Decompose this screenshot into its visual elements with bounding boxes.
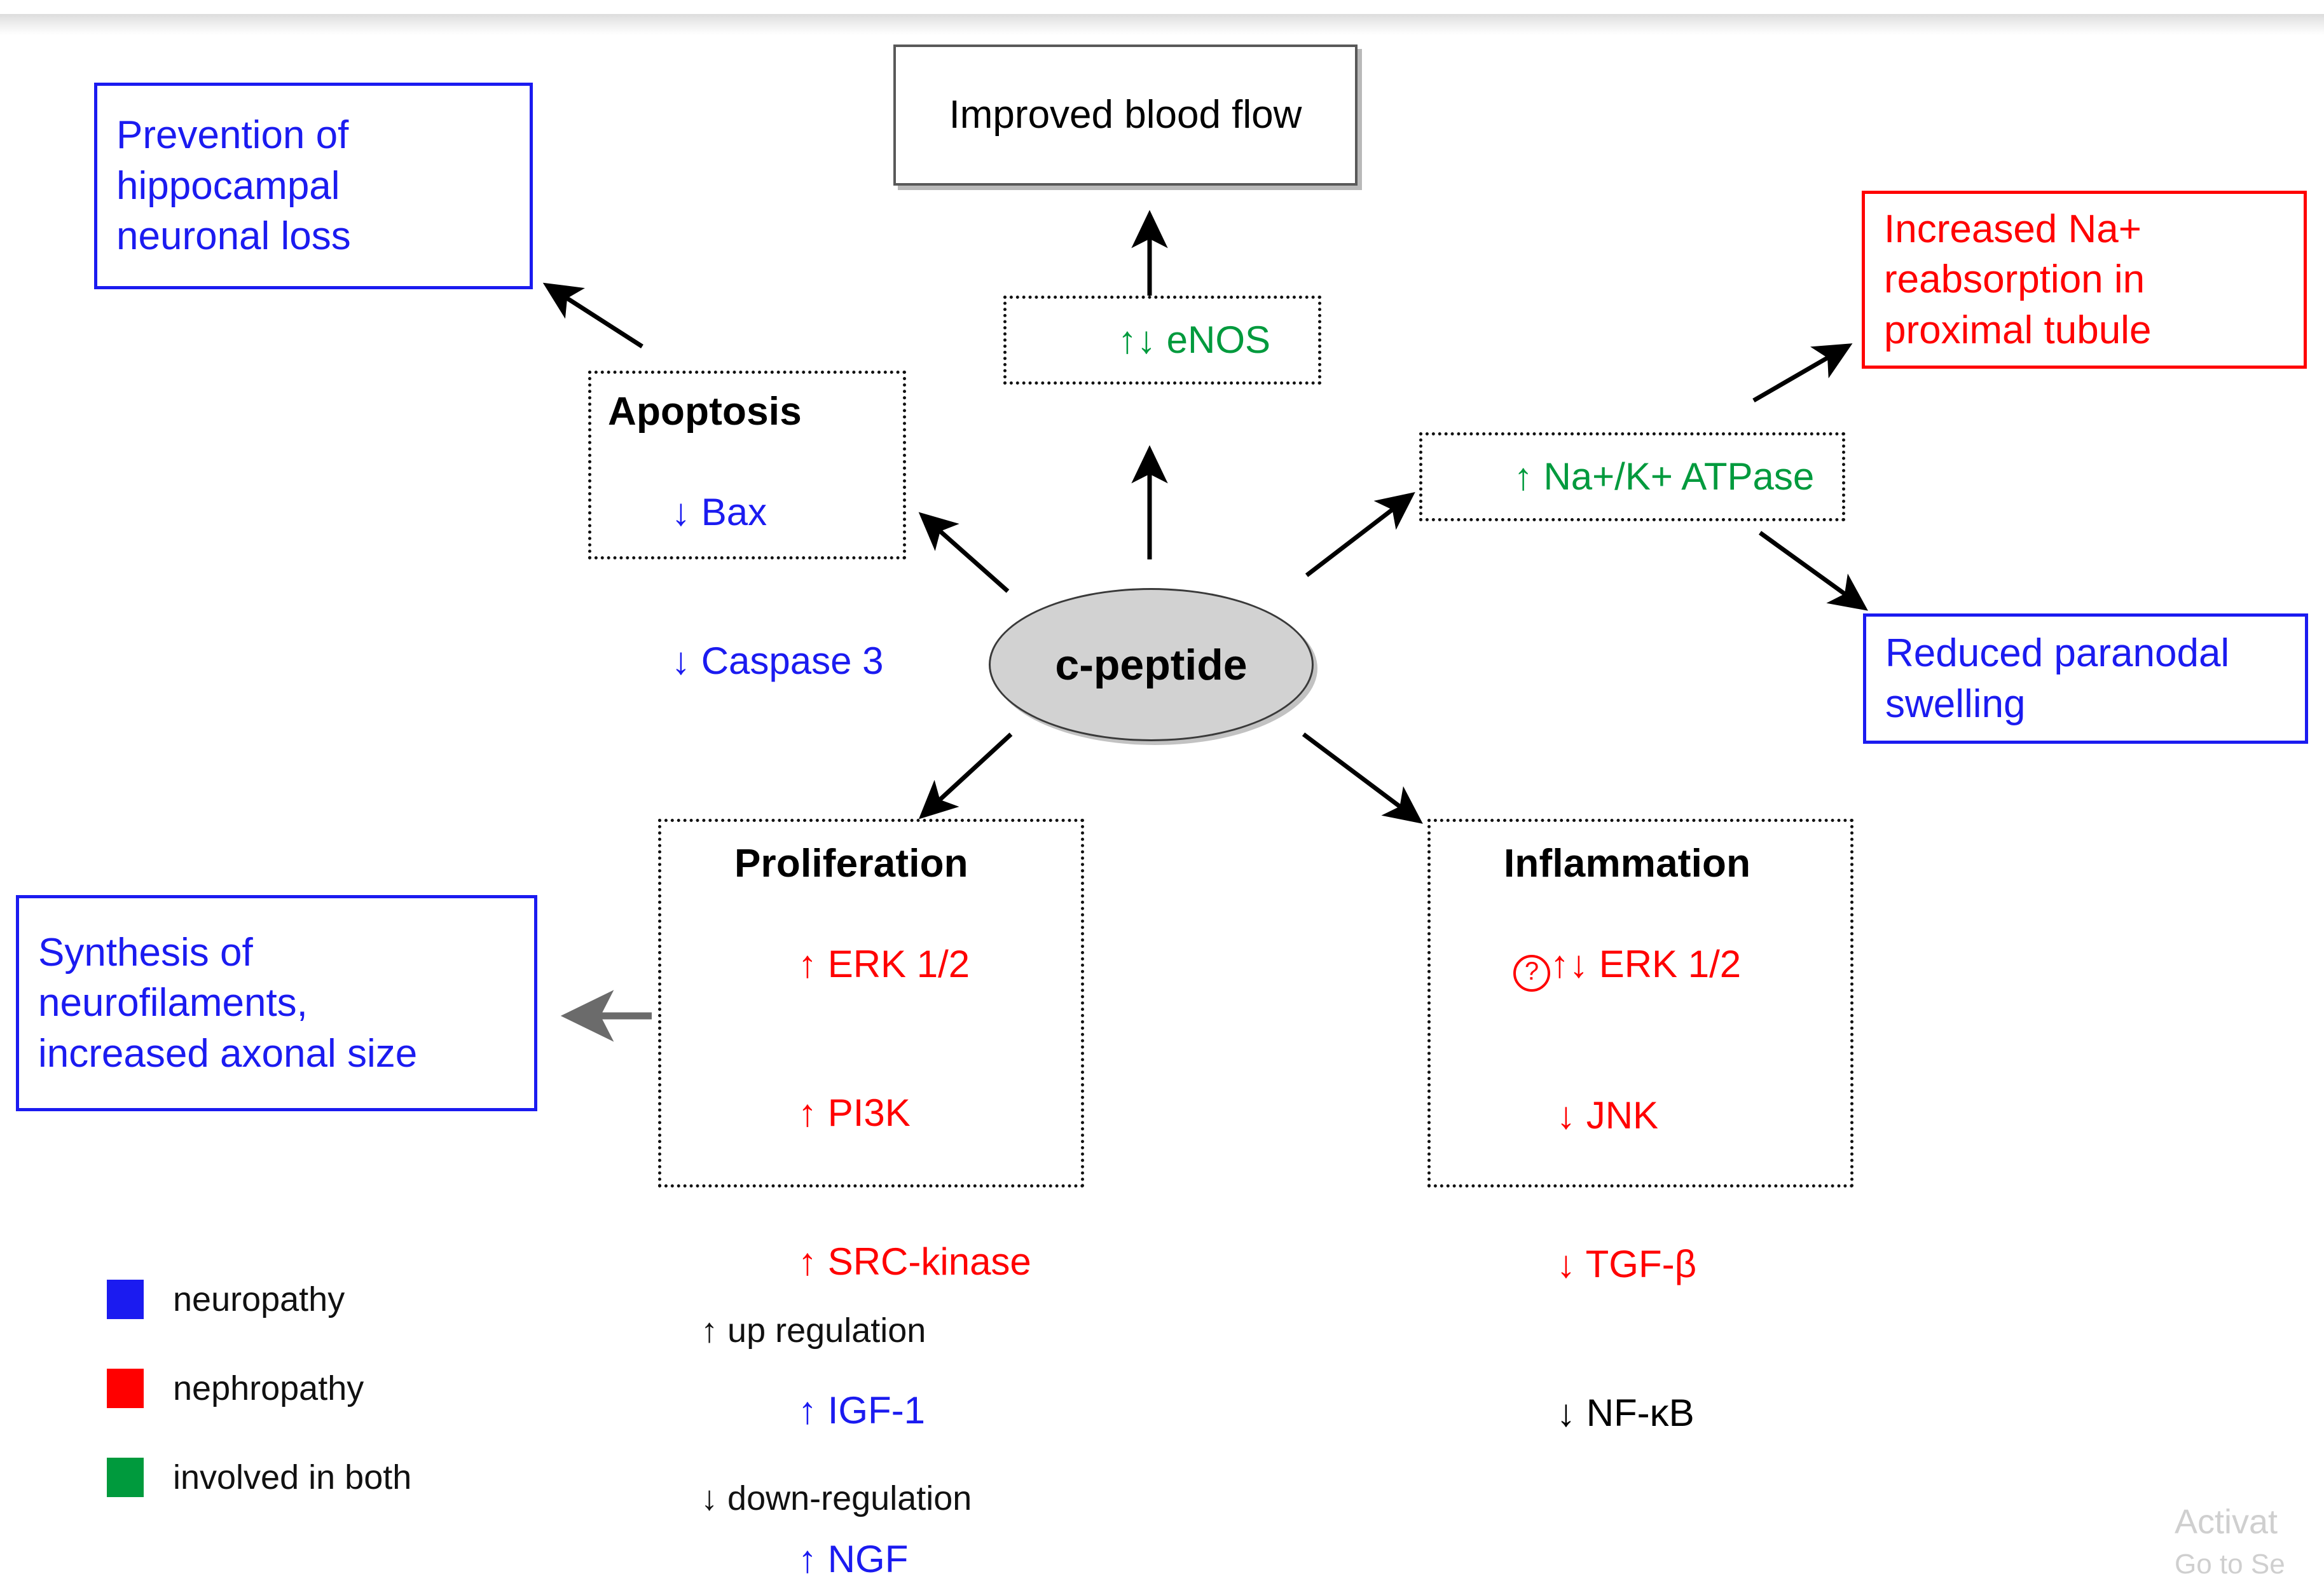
swatch-neuropathy-icon bbox=[107, 1280, 144, 1319]
enos-symbol: ↑↓ bbox=[1117, 318, 1156, 361]
node-apoptosis: Apoptosis ↓ Bax ↓ Caspase 3 bbox=[588, 371, 906, 682]
proliferation-item-3: ↑ IGF-1 bbox=[734, 1336, 1064, 1485]
enos-label: eNOS bbox=[1166, 318, 1271, 361]
arrow-cpeptide-to-apoptosis bbox=[918, 512, 1010, 593]
legend-item-nephropathy: nephropathy bbox=[107, 1369, 411, 1408]
proliferation-item-0: ↑ ERK 1/2 bbox=[734, 890, 1064, 1039]
watermark-line-1: Activat bbox=[2175, 1503, 2278, 1541]
improved-blood-flow-text: Improved blood flow bbox=[949, 93, 1302, 137]
prevention-line-3: neuronal loss bbox=[116, 214, 351, 259]
apoptosis-title: Apoptosis bbox=[608, 390, 802, 434]
apoptosis-item-1-label: Caspase 3 bbox=[701, 639, 884, 682]
legend-item-neuropathy: neuropathy bbox=[107, 1280, 411, 1319]
legend-label-neuropathy: neuropathy bbox=[173, 1280, 345, 1318]
synthesis-line-1: Synthesis of bbox=[38, 930, 253, 975]
inflammation-item-1-label: JNK bbox=[1586, 1093, 1659, 1137]
arrow-apoptosis-to-hippocampal bbox=[542, 282, 643, 348]
inflammation-item-2-label: TGF-β bbox=[1585, 1242, 1697, 1285]
apoptosis-item-0-symbol: ↓ bbox=[671, 490, 691, 533]
node-na-k-atpase: ↑ Na+/K+ ATPase bbox=[1419, 432, 1845, 521]
legend-label-both: involved in both bbox=[173, 1458, 412, 1496]
node-improved-blood-flow: Improved blood flow bbox=[893, 44, 1358, 186]
proliferation-item-2: ↑ SRC-kinase bbox=[734, 1188, 1064, 1336]
inflammation-item-2-symbol: ↓ bbox=[1557, 1242, 1576, 1285]
inflammation-item-2: ↓ TGF-β bbox=[1450, 1190, 1834, 1339]
proliferation-item-2-label: SRC-kinase bbox=[827, 1240, 1031, 1283]
proliferation-item-1-label: PI3K bbox=[827, 1091, 911, 1134]
synthesis-line-2: neurofilaments, bbox=[38, 981, 308, 1025]
swatch-nephropathy-icon bbox=[107, 1369, 144, 1408]
arrow-atpase-to-na-reabsorption bbox=[1752, 343, 1853, 403]
proliferation-item-1: ↑ PI3K bbox=[734, 1039, 1064, 1188]
inflammation-item-1-symbol: ↓ bbox=[1557, 1093, 1576, 1137]
node-prevention-hippocampal-neuronal-loss: Prevention of hippocampal neuronal loss bbox=[94, 83, 533, 289]
node-enos: ↑↓ eNOS bbox=[1003, 296, 1321, 385]
apoptosis-item-1-symbol: ↓ bbox=[671, 639, 691, 682]
legend-label-nephropathy: nephropathy bbox=[173, 1369, 364, 1407]
proliferation-item-4-label: NGF bbox=[827, 1537, 909, 1580]
legend-key-down: ↓ down-regulation bbox=[643, 1439, 1431, 1557]
swatch-both-icon bbox=[107, 1458, 144, 1497]
proliferation-item-3-label: IGF-1 bbox=[827, 1388, 926, 1432]
synthesis-line-3: increased axonal size bbox=[38, 1031, 418, 1076]
legend-key-up-label: up regulation bbox=[727, 1311, 926, 1350]
legend-key-down-label: down-regulation bbox=[727, 1479, 972, 1517]
down-arrow-icon: ↓ bbox=[701, 1479, 719, 1517]
inflammation-item-3: ↓ NF-κB bbox=[1450, 1339, 1834, 1488]
c-peptide-label: c-peptide bbox=[1055, 640, 1248, 689]
node-increased-na-reabsorption: Increased Na+ reabsorption in proximal t… bbox=[1862, 191, 2307, 369]
activate-windows-watermark: Activat Go to Se bbox=[2175, 1499, 2285, 1583]
legend-key-up: ↑ up regulation bbox=[643, 1271, 1431, 1390]
increased-na-line-2: reabsorption in bbox=[1884, 257, 2145, 302]
prevention-line-2: hippocampal bbox=[116, 163, 340, 208]
node-c-peptide: c-peptide bbox=[989, 588, 1314, 741]
arrow-cpeptide-to-atpase bbox=[1305, 492, 1415, 577]
arrow-cpeptide-to-proliferation bbox=[918, 732, 1013, 819]
legend-symbol-key: ↑ up regulation ↓ down-regulation ↑↓ bot… bbox=[643, 1271, 1431, 1595]
prevention-line-1: Prevention of bbox=[116, 113, 349, 158]
atpase-label: Na+/K+ ATPase bbox=[1543, 455, 1815, 498]
proliferation-item-4: ↑ NGF bbox=[734, 1485, 1064, 1595]
atpase-row: ↑ Na+/K+ ATPase bbox=[1450, 402, 1815, 551]
proliferation-item-0-symbol: ↑ bbox=[798, 942, 818, 985]
inflammation-item-0-label: ERK 1/2 bbox=[1599, 942, 1742, 985]
apoptosis-item-0: ↓ Bax bbox=[608, 438, 886, 587]
question-mark-icon: ? bbox=[1513, 954, 1551, 992]
proliferation-item-2-symbol: ↑ bbox=[798, 1240, 818, 1283]
node-proliferation: Proliferation ↑ ERK 1/2 ↑ PI3K ↑ SRC-kin… bbox=[658, 819, 1084, 1580]
inflammation-item-3-symbol: ↓ bbox=[1557, 1391, 1576, 1434]
increased-na-line-1: Increased Na+ bbox=[1884, 207, 2142, 251]
inflammation-item-0: ?↑↓ ERK 1/2 bbox=[1450, 890, 1834, 1041]
proliferation-item-1-symbol: ↑ bbox=[798, 1091, 818, 1134]
node-synthesis-neurofilaments: Synthesis of neurofilaments, increased a… bbox=[16, 895, 537, 1111]
inflammation-item-1: ↓ JNK bbox=[1450, 1041, 1834, 1190]
enos-row: ↑↓ eNOS bbox=[1054, 266, 1270, 414]
arrow-cpeptide-to-inflammation bbox=[1302, 732, 1423, 824]
inflammation-title: Inflammation bbox=[1504, 842, 1751, 886]
proliferation-item-3-symbol: ↑ bbox=[798, 1388, 818, 1432]
up-arrow-icon: ↑ bbox=[701, 1311, 719, 1350]
apoptosis-item-0-label: Bax bbox=[701, 490, 767, 533]
paranodal-line-1: Reduced paranodal bbox=[1885, 631, 2230, 676]
proliferation-title: Proliferation bbox=[734, 842, 968, 886]
paranodal-line-2: swelling bbox=[1885, 681, 2026, 726]
node-reduced-paranodal-swelling: Reduced paranodal swelling bbox=[1863, 613, 2308, 744]
node-inflammation: Inflammation ?↑↓ ERK 1/2 ↓ JNK ↓ TGF-β ↓… bbox=[1427, 819, 1853, 1434]
apoptosis-item-1: ↓ Caspase 3 bbox=[608, 587, 886, 736]
atpase-symbol: ↑ bbox=[1513, 455, 1533, 498]
inflammation-item-3-label: NF-κB bbox=[1586, 1391, 1695, 1434]
proliferation-item-0-label: ERK 1/2 bbox=[827, 942, 970, 985]
top-gradient-band bbox=[0, 14, 2324, 36]
watermark-line-2: Go to Se bbox=[2175, 1548, 2285, 1580]
proliferation-item-4-symbol: ↑ bbox=[798, 1537, 818, 1580]
inflammation-item-0-symbol: ↑↓ bbox=[1550, 942, 1589, 985]
increased-na-line-3: proximal tubule bbox=[1884, 308, 2152, 352]
legend-item-both: involved in both bbox=[107, 1458, 411, 1497]
legend-color-key: neuropathy nephropathy involved in both bbox=[107, 1280, 411, 1547]
